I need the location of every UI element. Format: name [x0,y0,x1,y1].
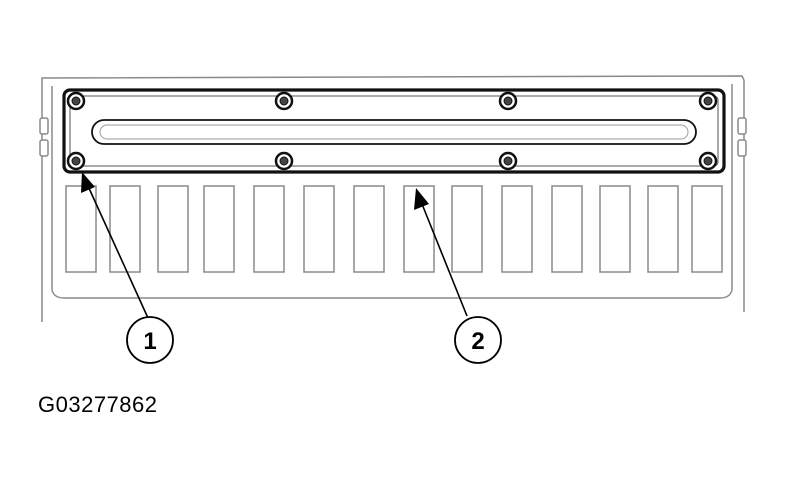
tailgate-cap [62,88,726,174]
cap-slot [91,119,697,145]
rib-pocket [303,185,335,273]
callout-1: 1 [126,316,174,364]
rib-pocket [109,185,141,273]
tailgate-body [39,75,747,322]
callout-2-label: 2 [471,328,484,355]
rib-pocket [451,185,483,273]
screw [698,91,718,111]
rib-pocket [599,185,631,273]
rib-pocket [203,185,235,273]
cap-screws [66,91,718,171]
callout-1-label: 1 [143,328,156,355]
leader-line-1 [81,172,149,319]
screw [66,151,86,171]
screw [274,151,294,171]
screw [274,91,294,111]
rib-pocket [353,185,385,273]
rib-pocket [501,185,533,273]
tailgate-ribs [65,185,723,273]
rib-pocket [403,185,435,273]
rib-pocket [647,185,679,273]
rib-pocket [691,185,723,273]
leader-line-2 [414,188,468,317]
screw [498,91,518,111]
screw [66,91,86,111]
rib-pocket [551,185,583,273]
figure-id: G03277862 [38,392,158,417]
callout-2: 2 [454,316,502,364]
screw [498,151,518,171]
rib-pocket [65,185,97,273]
rib-pocket [157,185,189,273]
rib-pocket [253,185,285,273]
screw [698,151,718,171]
